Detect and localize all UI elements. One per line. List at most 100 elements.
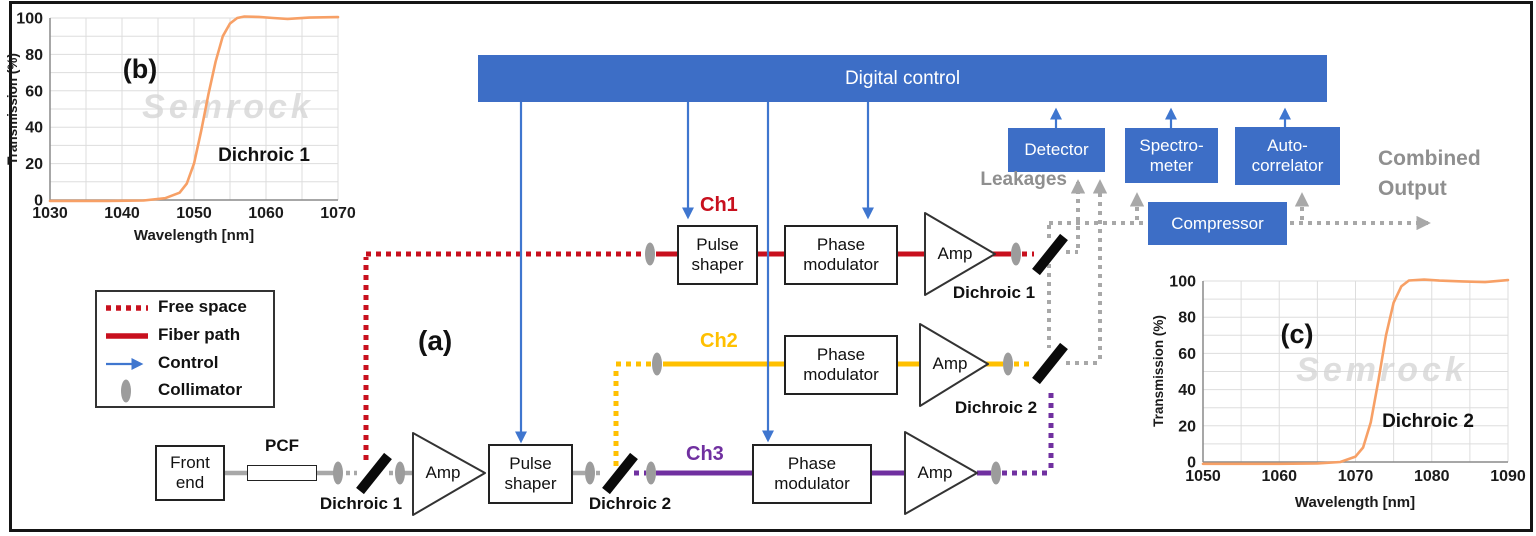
annotation-c: Dichroic 2 [1382, 411, 1474, 432]
digital-control-banner: Digital control [478, 55, 1327, 102]
collimator [1003, 352, 1013, 376]
leakages-label: Leakages [980, 169, 1067, 190]
ch3-label: Ch3 [686, 443, 724, 465]
legend-control-label: Control [158, 353, 219, 372]
autocorrelator-label: Auto- correlator [1251, 136, 1324, 175]
xlabel-b: Wavelength [nm] [134, 227, 254, 244]
spectrometer-box: Spectro- meter [1125, 128, 1218, 183]
beam-path-combined-gray [1047, 179, 1431, 365]
detector-box: Detector [1008, 128, 1105, 172]
transmission-curve-b [48, 15, 340, 203]
collimator [1011, 242, 1021, 266]
amp-ch3-label: Amp [917, 463, 953, 482]
dichroic-mirrors [356, 233, 1068, 495]
svg-text:1030: 1030 [32, 205, 68, 222]
svg-text:1050: 1050 [176, 205, 212, 222]
dichroic1-label-combiner: Dichroic 1 [952, 283, 1036, 302]
panel-a-label: (a) [418, 325, 453, 356]
collimator [333, 461, 343, 485]
annotation-b: Dichroic 1 [218, 145, 310, 166]
svg-text:1060: 1060 [248, 205, 284, 222]
svg-text:0: 0 [1187, 455, 1196, 472]
svg-text:100: 100 [16, 11, 43, 28]
svg-text:20: 20 [25, 156, 43, 173]
amp-ch1-label: Amp [937, 244, 973, 263]
svg-text:1070: 1070 [320, 205, 356, 222]
collimator [645, 242, 655, 266]
transmission-curve-c [1201, 278, 1510, 466]
amplifiers [412, 212, 996, 516]
svg-text:40: 40 [25, 120, 43, 137]
compressor-box: Compressor [1148, 202, 1287, 245]
phase-modulator-ch2-box: Phase modulator [784, 335, 898, 395]
panel-b-label: (b) [123, 54, 157, 84]
legend-swatches [106, 305, 148, 403]
panel-c-label: (c) [1281, 319, 1314, 349]
collimator [395, 461, 405, 485]
detector-label: Detector [1024, 140, 1089, 160]
svg-text:20: 20 [1178, 418, 1196, 435]
compressor-label: Compressor [1171, 213, 1264, 233]
digital-control-label: Digital control [844, 67, 961, 89]
spectrometer-label: Spectro- meter [1139, 135, 1204, 175]
svg-text:1060: 1060 [1261, 468, 1297, 485]
amp-ch2-label: Amp [932, 354, 968, 373]
collimator [991, 461, 1001, 485]
dichroic1-mirror-combiner [1032, 233, 1068, 276]
ch2-label: Ch2 [700, 330, 738, 352]
beam-path-ch3 [634, 389, 1054, 476]
dichroic2-mirror-combiner [1032, 342, 1068, 385]
svg-text:60: 60 [1178, 346, 1196, 363]
svg-text:60: 60 [25, 83, 43, 100]
collimator [646, 461, 656, 485]
phase-modulator-ch1-box: Phase modulator [784, 225, 898, 285]
front-end-box: Front end [155, 445, 225, 501]
pulse-shaper-main-box: Pulse shaper [488, 444, 573, 504]
beam-path-ch1 [363, 251, 1034, 460]
dichroic2-label-combiner: Dichroic 2 [954, 398, 1038, 417]
dichroic2-mirror-main [602, 452, 638, 495]
pulse-shaper-ch1-box: Pulse shaper [677, 225, 758, 285]
amp-ch3 [904, 431, 978, 515]
amp-main-label: Amp [425, 463, 461, 482]
svg-text:1090: 1090 [1490, 468, 1526, 485]
dichroic1-mirror-main [356, 452, 392, 495]
svg-text:1050: 1050 [1185, 468, 1221, 485]
phase-modulator-ch3-box: Phase modulator [752, 444, 872, 504]
amp-ch2 [919, 323, 989, 407]
svg-text:0: 0 [34, 193, 43, 210]
control-lines [514, 102, 1292, 444]
pcf-label: PCF [265, 436, 299, 455]
figure-border [9, 1, 1533, 532]
legend-collimator-label: Collimator [158, 380, 243, 399]
svg-text:80: 80 [25, 47, 43, 64]
pcf-fiber [247, 465, 317, 481]
watermark-b: Semrock [142, 88, 314, 126]
ch1-label: Ch1 [700, 194, 738, 216]
xlabel-c: Wavelength [nm] [1295, 494, 1415, 511]
legend-collimator-swatch [121, 379, 131, 403]
legend-free-space-label: Free space [158, 297, 247, 316]
autocorrelator-box: Auto- correlator [1235, 127, 1340, 185]
collimator [652, 352, 662, 376]
svg-text:40: 40 [1178, 382, 1196, 399]
ylabel-b: Transmission (%) [5, 53, 20, 165]
dichroic1-label-main: Dichroic 1 [319, 494, 403, 513]
svg-text:100: 100 [1169, 274, 1196, 291]
legend-box [95, 290, 275, 408]
collimator [585, 461, 595, 485]
amp-ch1 [924, 212, 996, 296]
amp-main [412, 432, 486, 516]
legend-fiber-path-label: Fiber path [158, 325, 241, 344]
svg-text:80: 80 [1178, 310, 1196, 327]
ylabel-c: Transmission (%) [1151, 315, 1166, 427]
svg-text:1080: 1080 [1414, 468, 1450, 485]
combined-output-label: Combined Output [1378, 147, 1481, 201]
collimators [333, 242, 1021, 485]
svg-text:1070: 1070 [1338, 468, 1374, 485]
dichroic2-label-main: Dichroic 2 [588, 494, 672, 513]
